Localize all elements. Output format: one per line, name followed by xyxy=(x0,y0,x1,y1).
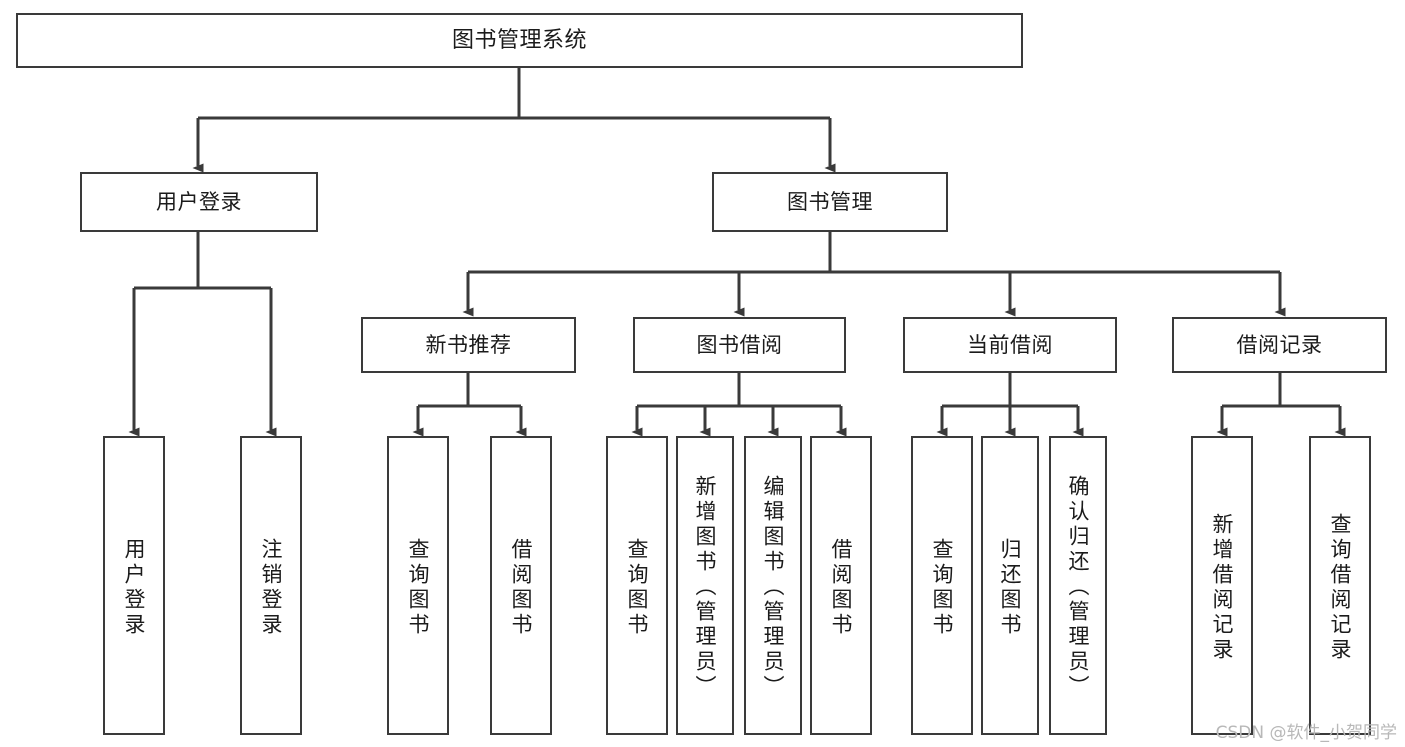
node-leaf-user-login-label: 用户登录 xyxy=(122,537,147,638)
node-book-management-label: 图书管理 xyxy=(787,189,873,214)
node-borrow-record-label: 借阅记录 xyxy=(1236,332,1323,357)
node-book-management[interactable]: 图书管理 xyxy=(712,172,948,232)
node-leaf-confirm-return-label: 确认归还（管理员） xyxy=(1066,475,1091,700)
node-leaf-add-record-label: 新增借阅记录 xyxy=(1210,512,1235,663)
node-leaf-return-book[interactable]: 归还图书 xyxy=(981,436,1039,735)
node-leaf-user-login[interactable]: 用户登录 xyxy=(103,436,165,735)
node-root-label: 图书管理系统 xyxy=(451,27,587,53)
node-leaf-add-book-label: 新增图书（管理员） xyxy=(693,475,718,700)
node-book-borrow[interactable]: 图书借阅 xyxy=(633,317,846,373)
node-leaf-borrow-book-1-label: 借阅图书 xyxy=(509,537,534,638)
node-new-book-recommend[interactable]: 新书推荐 xyxy=(361,317,576,373)
node-leaf-query-record-label: 查询借阅记录 xyxy=(1328,512,1353,663)
node-leaf-query-book-3-label: 查询图书 xyxy=(930,537,955,638)
node-leaf-logout-label: 注销登录 xyxy=(259,537,284,638)
node-current-borrow[interactable]: 当前借阅 xyxy=(903,317,1117,373)
node-leaf-query-record[interactable]: 查询借阅记录 xyxy=(1309,436,1371,735)
node-leaf-query-book-1[interactable]: 查询图书 xyxy=(387,436,449,735)
node-leaf-query-book-2[interactable]: 查询图书 xyxy=(606,436,668,735)
node-user-login[interactable]: 用户登录 xyxy=(80,172,318,232)
node-book-borrow-label: 图书借阅 xyxy=(696,332,783,357)
node-leaf-query-book-3[interactable]: 查询图书 xyxy=(911,436,973,735)
node-leaf-borrow-book-2-label: 借阅图书 xyxy=(829,537,854,638)
node-leaf-query-book-1-label: 查询图书 xyxy=(406,537,431,638)
node-root-book-management-system[interactable]: 图书管理系统 xyxy=(16,13,1023,68)
csdn-watermark: CSDN @软件_小贺同学 xyxy=(1215,723,1397,743)
node-leaf-add-book[interactable]: 新增图书（管理员） xyxy=(676,436,734,735)
node-leaf-borrow-book-2[interactable]: 借阅图书 xyxy=(810,436,872,735)
node-leaf-return-book-label: 归还图书 xyxy=(998,537,1023,638)
node-borrow-record[interactable]: 借阅记录 xyxy=(1172,317,1387,373)
node-leaf-add-record[interactable]: 新增借阅记录 xyxy=(1191,436,1253,735)
node-leaf-logout[interactable]: 注销登录 xyxy=(240,436,302,735)
node-leaf-confirm-return[interactable]: 确认归还（管理员） xyxy=(1049,436,1107,735)
node-leaf-edit-book[interactable]: 编辑图书（管理员） xyxy=(744,436,802,735)
node-leaf-borrow-book-1[interactable]: 借阅图书 xyxy=(490,436,552,735)
node-leaf-query-book-2-label: 查询图书 xyxy=(625,537,650,638)
node-leaf-edit-book-label: 编辑图书（管理员） xyxy=(761,475,786,700)
node-user-login-label: 用户登录 xyxy=(156,189,242,214)
node-current-borrow-label: 当前借阅 xyxy=(967,332,1053,357)
node-new-book-recommend-label: 新书推荐 xyxy=(425,332,512,357)
